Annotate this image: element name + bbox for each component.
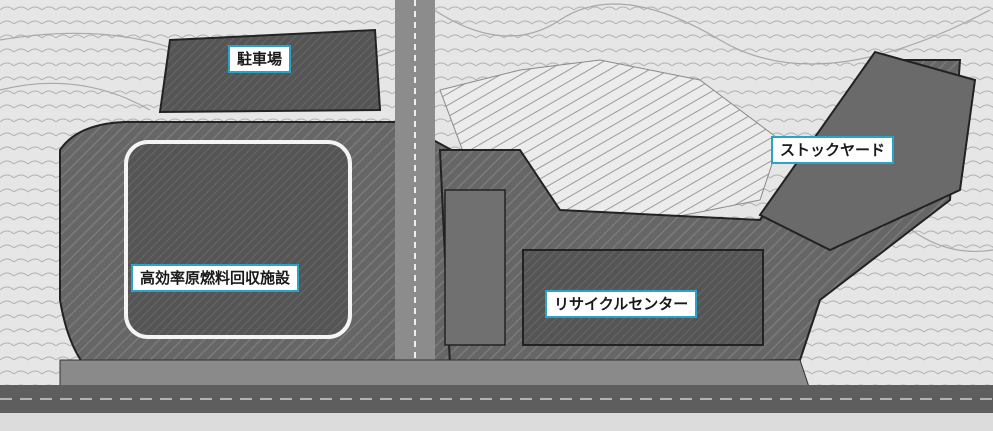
hillside-contour-2 xyxy=(0,82,151,111)
label-fuel-recovery-facility: 高効率原燃料回収施設 xyxy=(131,264,300,292)
label-stock-yard: ストックヤード xyxy=(771,136,895,164)
label-parking: 駐車場 xyxy=(228,45,292,73)
label-recycle-center: リサイクルセンター xyxy=(545,290,698,318)
hillside-contour-3 xyxy=(419,0,991,65)
highway-shoulder xyxy=(0,413,993,431)
inner-plot xyxy=(444,189,506,346)
fuel-recovery-building xyxy=(124,140,352,339)
